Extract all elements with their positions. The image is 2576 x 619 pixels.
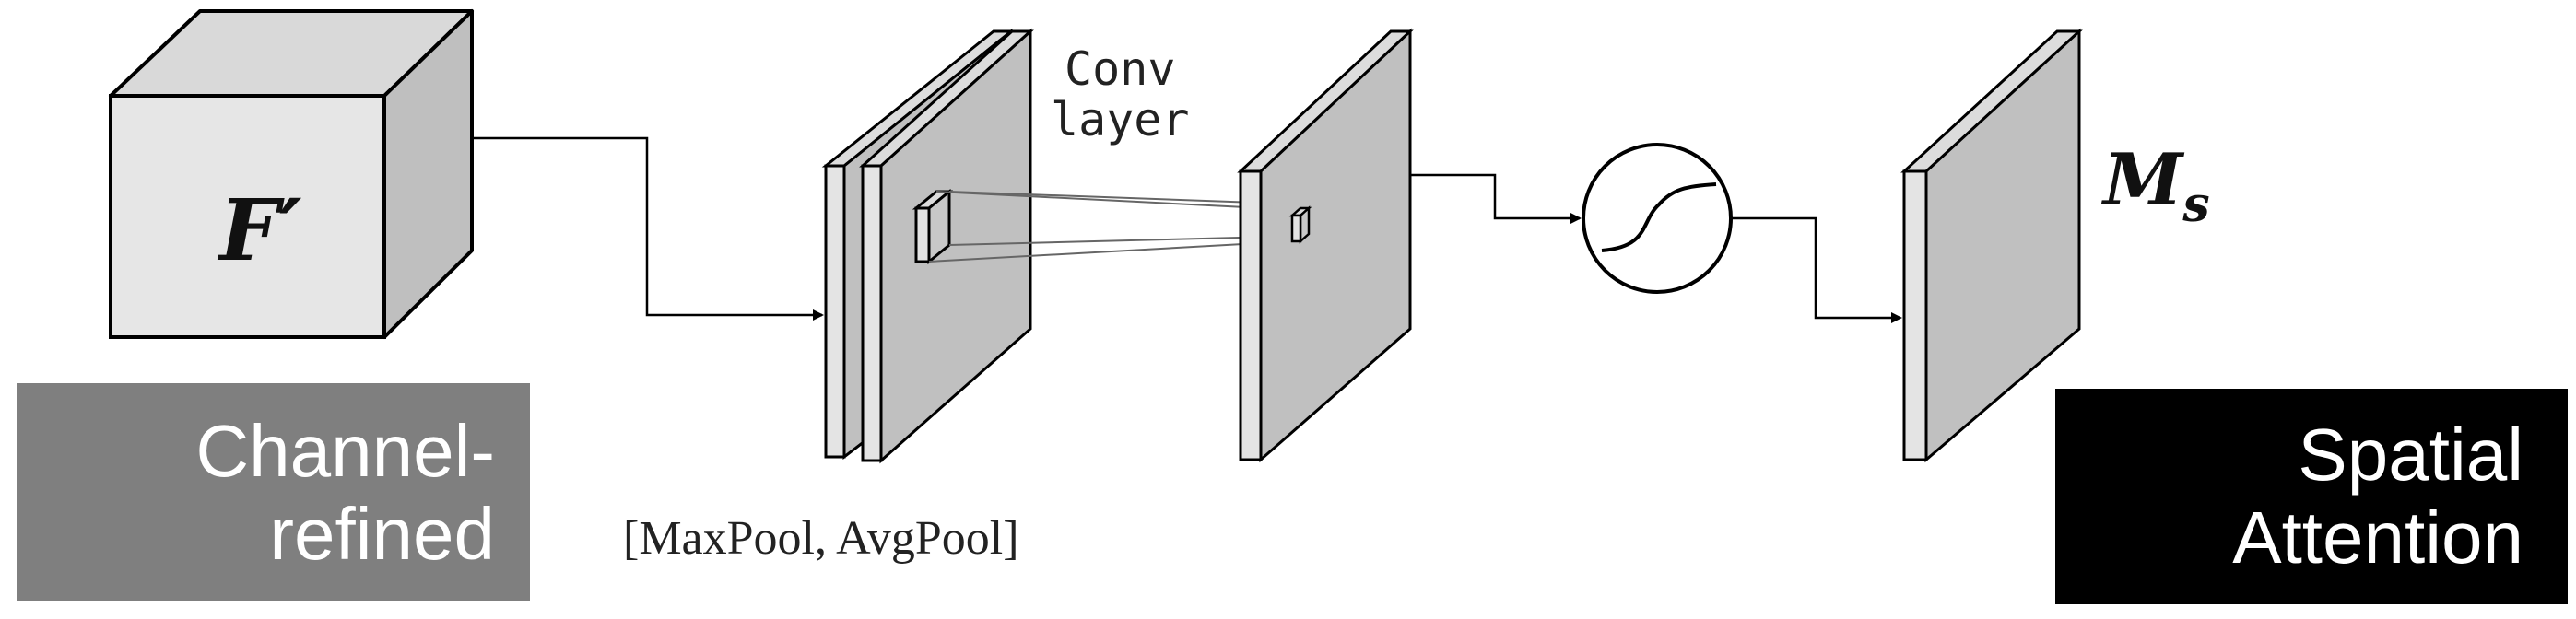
caption-line: Channel- bbox=[195, 409, 495, 492]
cube-front-face bbox=[109, 94, 386, 339]
conv-label-line: layer bbox=[1051, 93, 1190, 146]
conv-kernel-window-front bbox=[914, 206, 931, 263]
sigmoid-curve-icon bbox=[1601, 182, 1717, 252]
conv-map-edge bbox=[1239, 169, 1263, 461]
conv-output-unit-side bbox=[1299, 205, 1311, 244]
conv-label-line: Conv bbox=[1065, 42, 1176, 96]
output-label-main: M bbox=[2103, 138, 2183, 222]
spatial-attention-map bbox=[1900, 28, 2083, 463]
pool-slab-edge bbox=[861, 164, 883, 462]
connector-arrows bbox=[472, 136, 1902, 323]
pooling-label: [MaxPool, AvgPool] bbox=[623, 512, 1019, 565]
pool-slab-edge bbox=[824, 164, 846, 459]
conv-layer-label: Conv layer bbox=[1051, 44, 1190, 146]
sigmoid-circle bbox=[1582, 143, 1733, 294]
output-map-edge bbox=[1902, 169, 1928, 461]
pooled-feature-maps bbox=[821, 28, 1034, 464]
conv-output-map bbox=[1237, 28, 1414, 463]
conv-output-unit-front bbox=[1290, 214, 1302, 243]
input-feature-cube bbox=[109, 9, 474, 339]
caption-line: Spatial bbox=[2298, 414, 2523, 496]
sigmoid-node bbox=[1582, 143, 1733, 294]
output-label-subscript: s bbox=[2182, 177, 2210, 233]
output-map-label: Ms bbox=[2103, 138, 2210, 233]
caption-line: refined bbox=[269, 492, 495, 575]
caption-line: Attention bbox=[2232, 496, 2523, 578]
arrow-sigmoid-to-output bbox=[1731, 216, 1902, 323]
spatial-attention-caption: Spatial Attention bbox=[2055, 389, 2568, 604]
arrow-input-to-pool bbox=[472, 136, 824, 321]
channel-refined-caption: Channel- refined bbox=[17, 383, 530, 601]
arrow-conv-to-sigmoid bbox=[1410, 173, 1582, 224]
input-feature-label: F′ bbox=[219, 181, 302, 280]
